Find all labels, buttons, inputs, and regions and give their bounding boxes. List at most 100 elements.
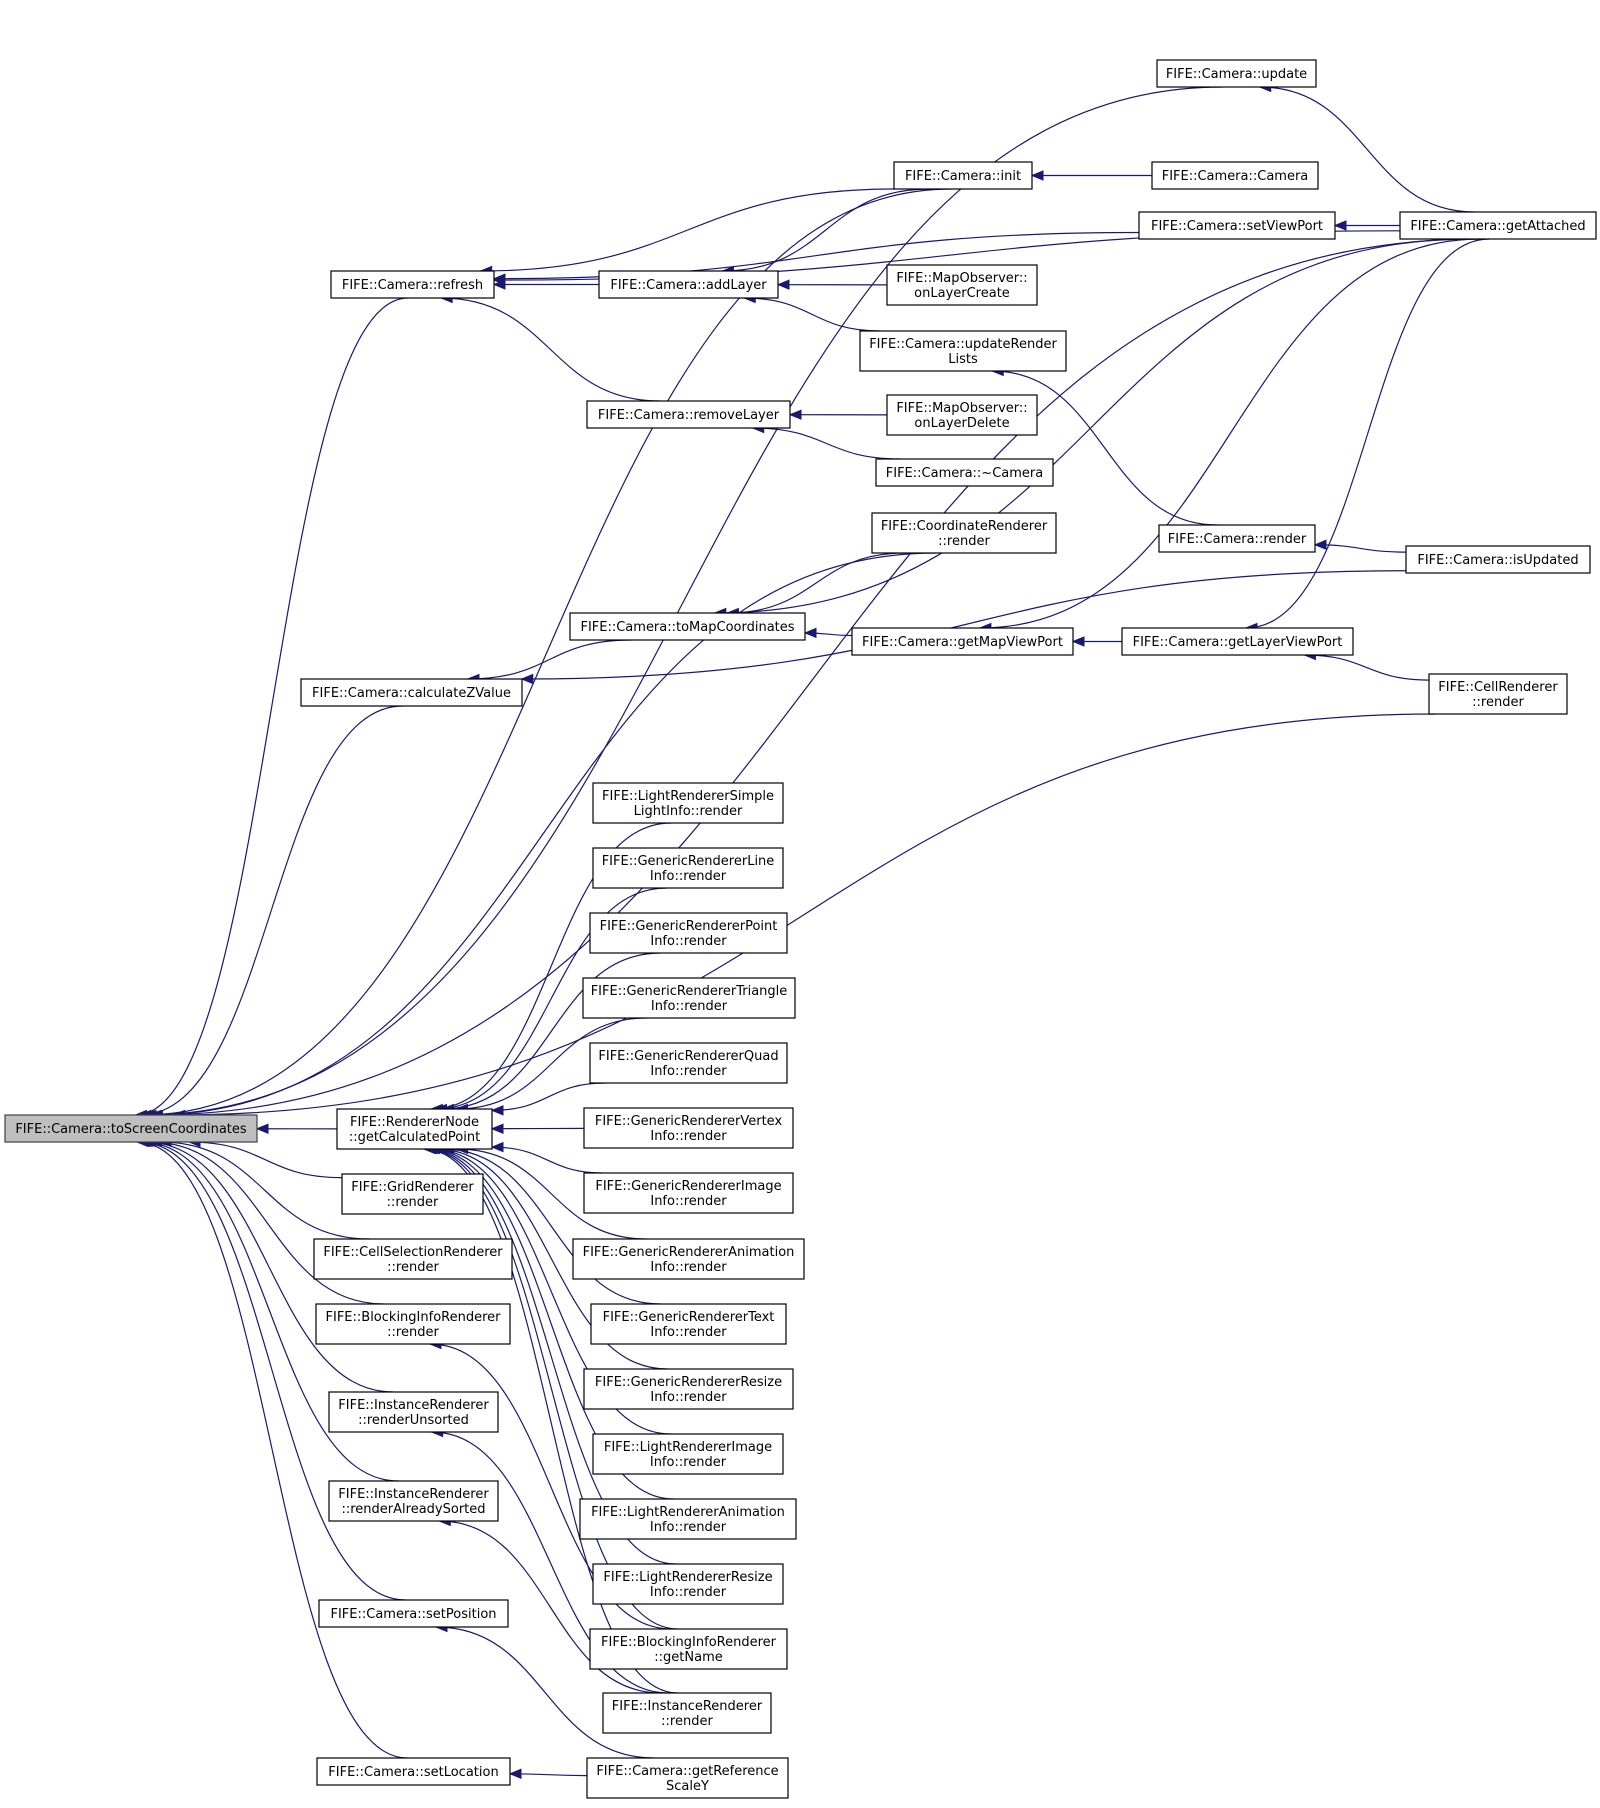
- node-box[interactable]: [583, 1368, 794, 1410]
- caller-node[interactable]: FIFE::Camera::update: [1156, 59, 1317, 88]
- edge-line: [480, 188, 895, 272]
- caller-node[interactable]: FIFE::CellSelectionRenderer::render: [313, 1238, 513, 1280]
- caller-node[interactable]: FIFE::BlockingInfoRenderer::render: [315, 1303, 511, 1345]
- node-box[interactable]: [1428, 673, 1568, 715]
- node-box[interactable]: [592, 782, 784, 824]
- caller-node[interactable]: FIFE::MapObserver::onLayerDelete: [886, 394, 1038, 436]
- caller-node[interactable]: FIFE::CellRenderer::render: [1428, 673, 1568, 715]
- node-box[interactable]: [328, 1480, 499, 1522]
- caller-node[interactable]: FIFE::Camera::isUpdated: [1405, 545, 1591, 574]
- caller-node[interactable]: FIFE::Camera::getAttached: [1399, 211, 1597, 240]
- caller-node[interactable]: FIFE::InstanceRenderer::renderUnsorted: [328, 1391, 499, 1433]
- node-box[interactable]: [589, 1042, 788, 1084]
- caller-node[interactable]: FIFE::Camera::removeLayer: [586, 400, 791, 429]
- edge-n20-to-n0: [172, 713, 1436, 1121]
- node-box[interactable]: [1121, 627, 1354, 656]
- node-label: FIFE::GenericRendererText: [603, 1310, 775, 1325]
- node-box[interactable]: [4, 1114, 258, 1143]
- node-box[interactable]: [313, 1238, 513, 1280]
- node-box[interactable]: [859, 330, 1067, 372]
- caller-node[interactable]: FIFE::Camera::init: [893, 161, 1033, 190]
- caller-node[interactable]: FIFE::Camera::getMapViewPort: [851, 627, 1074, 656]
- node-box[interactable]: [886, 264, 1038, 306]
- node-box[interactable]: [589, 912, 788, 954]
- caller-node[interactable]: FIFE::GridRenderer::render: [341, 1173, 484, 1215]
- node-label: FIFE::Camera::calculateZValue: [312, 686, 511, 701]
- node-box[interactable]: [1138, 211, 1336, 240]
- node-box[interactable]: [316, 1757, 511, 1786]
- node-box[interactable]: [572, 1238, 805, 1280]
- caller-node[interactable]: FIFE::RendererNode::getCalculatedPoint: [336, 1108, 493, 1150]
- node-box[interactable]: [582, 977, 796, 1019]
- node-box[interactable]: [592, 1433, 784, 1475]
- node-box[interactable]: [583, 1107, 794, 1149]
- node-box[interactable]: [341, 1173, 484, 1215]
- caller-node[interactable]: FIFE::LightRendererSimpleLightInfo::rend…: [592, 782, 784, 824]
- node-label: ::render: [938, 534, 990, 549]
- caller-node[interactable]: FIFE::InstanceRenderer::renderAlreadySor…: [328, 1480, 499, 1522]
- node-box[interactable]: [886, 394, 1038, 436]
- edge-line: [435, 887, 668, 1110]
- node-box[interactable]: [315, 1303, 511, 1345]
- caller-node[interactable]: FIFE::GenericRendererTriangleInfo::rende…: [582, 977, 796, 1019]
- caller-node[interactable]: FIFE::Camera::Camera: [1151, 161, 1319, 190]
- node-box[interactable]: [330, 270, 495, 299]
- node-box[interactable]: [598, 270, 779, 299]
- node-box[interactable]: [589, 1628, 788, 1670]
- node-box[interactable]: [300, 678, 523, 707]
- node-box[interactable]: [579, 1498, 797, 1540]
- node-box[interactable]: [583, 1172, 794, 1214]
- caller-node[interactable]: FIFE::MapObserver::onLayerCreate: [886, 264, 1038, 306]
- node-box[interactable]: [1405, 545, 1591, 574]
- caller-node[interactable]: FIFE::Camera::getLayerViewPort: [1121, 627, 1354, 656]
- node-box[interactable]: [871, 512, 1057, 554]
- node-box[interactable]: [569, 612, 806, 641]
- node-box[interactable]: [592, 847, 784, 889]
- node-box[interactable]: [1151, 161, 1319, 190]
- caller-node[interactable]: FIFE::Camera::render: [1158, 524, 1316, 553]
- edge-line: [144, 1141, 394, 1393]
- edge-line: [160, 1141, 370, 1240]
- node-box[interactable]: [590, 1303, 787, 1345]
- node-box[interactable]: [851, 627, 1074, 656]
- caller-node[interactable]: FIFE::BlockingInfoRenderer::getName: [589, 1628, 788, 1670]
- node-box[interactable]: [586, 400, 791, 429]
- caller-node[interactable]: FIFE::Camera::setViewPort: [1138, 211, 1336, 240]
- caller-node[interactable]: FIFE::Camera::toMapCoordinates: [569, 612, 806, 641]
- node-box[interactable]: [1399, 211, 1597, 240]
- node-box[interactable]: [328, 1391, 499, 1433]
- caller-node[interactable]: FIFE::Camera::refresh: [330, 270, 495, 299]
- caller-node[interactable]: FIFE::Camera::addLayer: [598, 270, 779, 299]
- node-box[interactable]: [318, 1599, 509, 1628]
- edge-n9-to-n7: [742, 292, 881, 332]
- caller-node[interactable]: FIFE::Camera::setPosition: [318, 1599, 509, 1628]
- caller-node[interactable]: FIFE::Camera::setLocation: [316, 1757, 511, 1786]
- node-box[interactable]: [336, 1108, 493, 1150]
- node-box[interactable]: [592, 1563, 784, 1605]
- caller-node[interactable]: FIFE::Camera::~Camera: [875, 458, 1054, 487]
- root-node[interactable]: FIFE::Camera::toScreenCoordinates: [4, 1114, 258, 1143]
- node-box[interactable]: [875, 458, 1054, 487]
- node-box[interactable]: [602, 1692, 772, 1734]
- caller-node[interactable]: FIFE::CoordinateRenderer::render: [871, 512, 1057, 554]
- edge-n17-to-n16: [803, 627, 853, 639]
- caller-node[interactable]: FIFE::InstanceRenderer::render: [602, 1692, 772, 1734]
- node-box[interactable]: [1156, 59, 1317, 88]
- caller-node[interactable]: FIFE::GenericRendererAnimationInfo::rend…: [572, 1238, 805, 1280]
- node-box[interactable]: [586, 1757, 789, 1799]
- node-box[interactable]: [893, 161, 1033, 190]
- node-box[interactable]: [1158, 524, 1316, 553]
- caller-node[interactable]: FIFE::Camera::calculateZValue: [300, 678, 523, 707]
